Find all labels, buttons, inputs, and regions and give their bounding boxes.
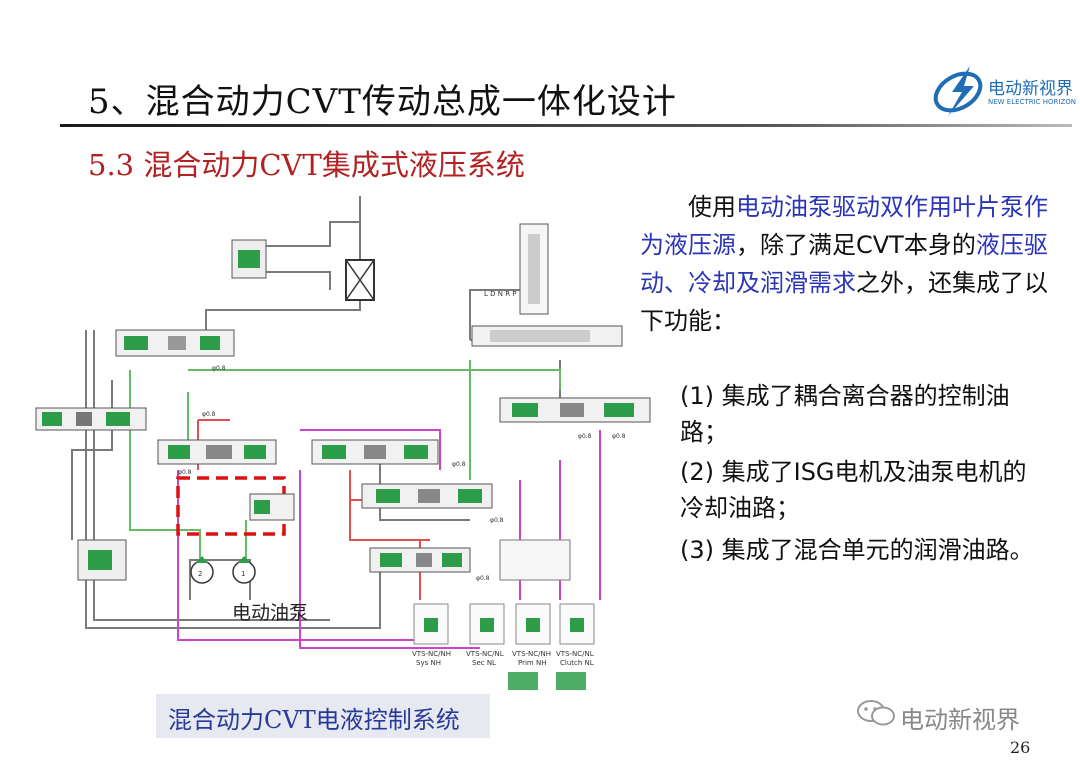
accumulator (77, 539, 127, 581)
spool-valve-3 (157, 439, 277, 465)
desc-part-3: 之外，还集成了以下功能： (640, 269, 1048, 335)
desc-part-1: 使用 (688, 193, 736, 221)
pump-number-1: 1 (241, 570, 245, 578)
spool-valve-2 (35, 407, 147, 431)
orifice-label: φ0.8 (202, 411, 216, 418)
highlight-valve (249, 493, 295, 521)
solenoid-model: VTS-NC/NH (412, 650, 451, 658)
orifice-label: φ0.8 (578, 433, 592, 440)
orifice-label: φ0.8 (178, 469, 192, 476)
orifice-label: φ0.8 (490, 517, 504, 524)
orifice-label: φ0.8 (212, 365, 226, 372)
description-paragraph: 使用电动油泵驱动双作用叶片泵作为液压源，除了满足CVT本身的液压驱动、冷却及润滑… (640, 188, 1060, 340)
title-divider (60, 124, 1072, 127)
lube-lines (129, 360, 561, 560)
solenoid-model: VTS-NC/NH (512, 650, 551, 658)
shift-positions: L D N R P (484, 290, 517, 298)
pump-1 (232, 556, 256, 584)
spool-valve-7 (499, 397, 651, 423)
solenoid-model: VTS-NC/NL (466, 650, 504, 658)
solenoid-name: Sec NL (472, 659, 496, 667)
manual-valve (471, 325, 623, 347)
wechat-icon (857, 700, 895, 726)
spool-valve-4 (311, 439, 439, 465)
logo-name: 电动新视界 (988, 79, 1073, 99)
section-subtitle: 5.3 混合动力CVT集成式液压系统 (88, 148, 525, 182)
connector (508, 672, 538, 690)
solenoid-clutch (559, 603, 595, 645)
spool-valve-5 (361, 483, 493, 509)
feature-item-3: (3) 集成了混合单元的润滑油路。 (680, 536, 1034, 564)
watermark-text: 电动新视界 (900, 706, 1020, 734)
solenoid-name: Clutch NL (560, 659, 594, 667)
connector (556, 672, 586, 690)
filter-element (345, 259, 375, 301)
desc-highlight-2: 液压驱动、冷却及润滑需求 (640, 231, 1048, 297)
orifice-label: φ0.8 (476, 575, 490, 582)
feature-item-2: (2) 集成了ISG电机及油泵电机的冷却油路； (680, 458, 1027, 522)
solenoid-sys (413, 603, 449, 645)
page-number: 26 (1010, 738, 1031, 757)
solenoid-prim (515, 603, 551, 645)
diagram-caption: 混合动力CVT电液控制系统 (168, 706, 460, 734)
valve-group (35, 223, 651, 581)
feature-item-1: (1) 集成了耦合离合器的控制油路； (680, 382, 1010, 446)
solenoid-name: Sys NH (416, 659, 441, 667)
desc-highlight-1: 电动油泵驱动双作用叶片泵作为液压源 (640, 193, 1048, 259)
park-mechanism (519, 223, 549, 315)
sensor-block (499, 539, 571, 581)
solenoid-name: Prim NH (518, 659, 546, 667)
orifice-label: φ0.8 (612, 433, 626, 440)
pump-label: 电动油泵 (232, 602, 309, 624)
caption-box (156, 694, 490, 738)
cooler-block (231, 239, 267, 279)
spool-valve-1 (115, 329, 235, 357)
solenoid-sec (469, 603, 505, 645)
pump-number-2: 2 (198, 570, 202, 578)
brand-logo (930, 62, 1070, 118)
pump-2 (190, 556, 214, 584)
solenoid-model: VTS-NC/NL (556, 650, 594, 658)
lightning-globe-icon (933, 66, 983, 116)
slide-title: 5、混合动力CVT传动总成一体化设计 (88, 82, 677, 122)
orifice-label: φ0.8 (452, 461, 466, 468)
desc-part-2: ，除了满足CVT本身的 (736, 231, 976, 259)
logo-tagline: NEW ELECTRIC HORIZON (988, 98, 1076, 106)
spool-valve-6 (369, 547, 471, 573)
